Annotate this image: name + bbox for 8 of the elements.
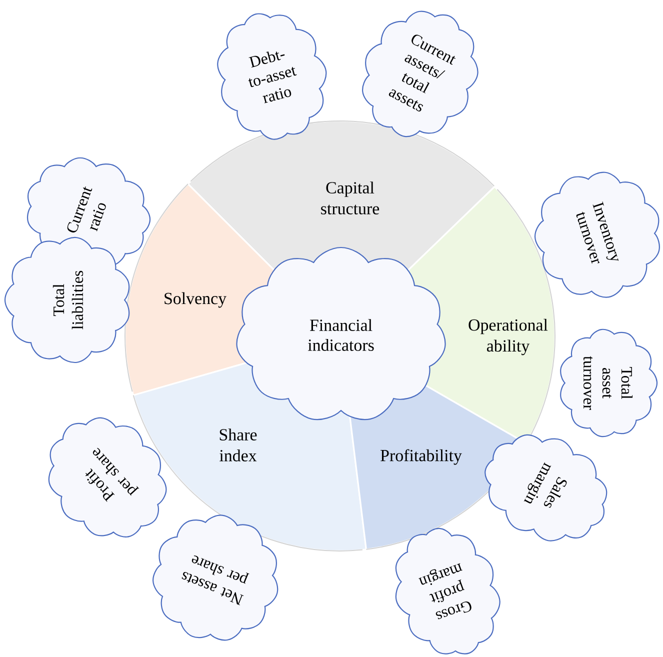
cloud-bubble: Net assets per share: [152, 514, 278, 641]
cloud-bubble: Inventory turnover: [534, 172, 660, 298]
cloud-bubble: Total liabilities: [4, 236, 130, 364]
cloud-bubble: Financial indicators: [236, 246, 446, 420]
cloud-bubble: Debt-to-asset ratio: [217, 13, 327, 140]
cloud-bubble: Gross profit margin: [395, 528, 500, 654]
cloud-bubble: Total asset turnover: [560, 328, 658, 438]
cloud-bubble: Sales margin: [484, 434, 608, 542]
